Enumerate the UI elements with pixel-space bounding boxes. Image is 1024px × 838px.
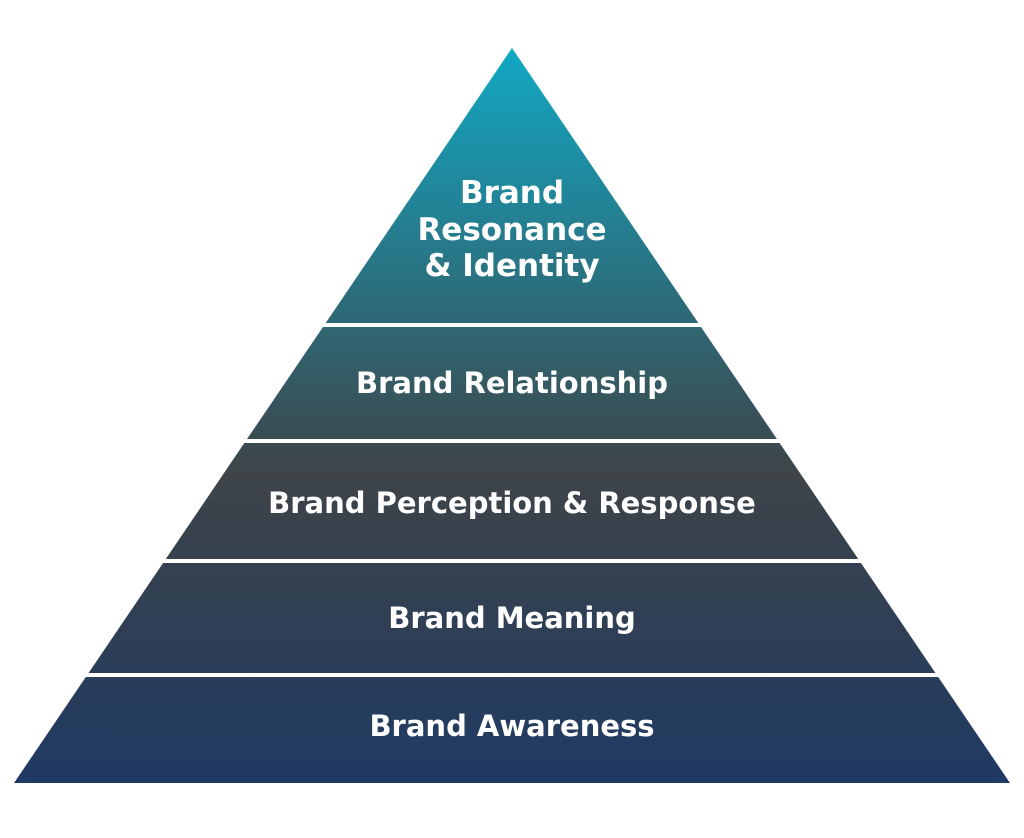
pyramid-labels: Brand Resonance & Identity Brand Relatio…	[268, 175, 756, 743]
pyramid-tiers	[14, 48, 1010, 783]
tier-5-label: Brand Awareness	[369, 709, 654, 743]
tier-1-label-line-3: & Identity	[424, 248, 599, 284]
tier-4-label: Brand Meaning	[388, 601, 636, 635]
tier-1-label-line-1: Brand	[460, 175, 564, 211]
pyramid-shape	[14, 48, 1010, 783]
tier-3-label: Brand Perception & Response	[268, 486, 756, 520]
tier-1-label-line-2: Resonance	[417, 212, 606, 248]
tier-2-label: Brand Relationship	[356, 366, 668, 400]
